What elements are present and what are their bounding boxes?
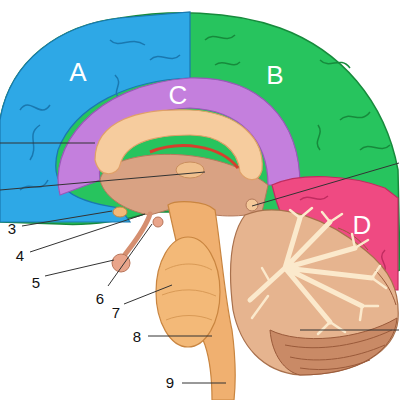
pituitary-stalk <box>124 214 150 256</box>
corpus-callosum <box>95 110 262 180</box>
region-letter: C <box>169 82 188 108</box>
pituitary-gland <box>112 254 130 272</box>
callout-number: 5 <box>32 275 40 290</box>
arbor-vitae <box>252 208 386 334</box>
region-letter: B <box>266 62 283 88</box>
callout-number: 6 <box>96 291 104 306</box>
callout-number: 3 <box>8 221 16 236</box>
thalamus <box>176 162 204 178</box>
region-letter: D <box>353 212 372 238</box>
cerebellum <box>231 210 399 375</box>
region-letter: A <box>69 59 86 85</box>
leader-line <box>300 330 399 331</box>
callout-number: 4 <box>16 248 24 263</box>
leader-line <box>108 224 152 286</box>
leader-line <box>0 172 205 190</box>
callout-number: 7 <box>112 305 120 320</box>
mammillary-body <box>153 217 163 227</box>
pons-lines <box>162 264 216 320</box>
leader-line <box>30 214 145 252</box>
leader-line <box>124 285 172 304</box>
leader-line <box>22 211 112 226</box>
leader-line <box>148 336 212 337</box>
callout-number: 8 <box>133 329 141 344</box>
leader-line <box>0 143 95 144</box>
leader-line <box>252 163 399 206</box>
leader-lines <box>0 143 399 383</box>
pons <box>156 237 220 347</box>
leader-line <box>45 260 114 276</box>
optic-chiasm <box>113 207 127 217</box>
callout-number: 9 <box>166 375 174 390</box>
leader-line <box>182 383 226 384</box>
